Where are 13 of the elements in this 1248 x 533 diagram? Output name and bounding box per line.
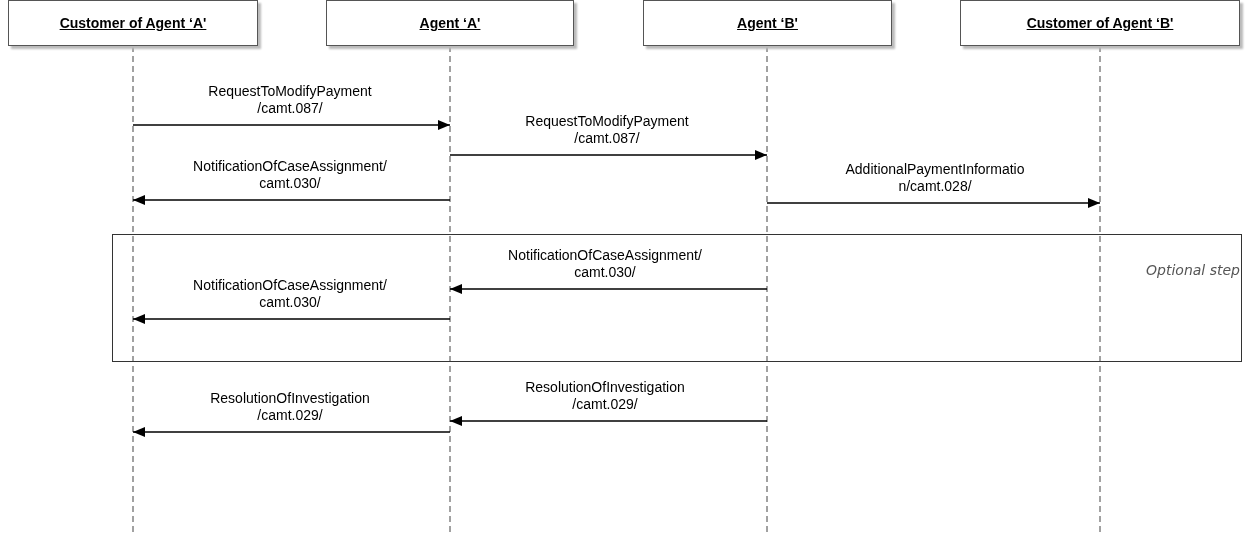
message-arrow xyxy=(132,427,451,437)
message-arrow xyxy=(766,198,1101,208)
message-arrow xyxy=(132,314,451,324)
message-arrow xyxy=(132,120,451,130)
fragment-label: Optional step xyxy=(1146,262,1240,278)
message-arrow xyxy=(449,284,768,294)
message-arrow xyxy=(449,150,768,160)
lifeline-header: Customer of Agent ‘B' xyxy=(960,0,1240,46)
lifeline-header: Agent ‘A' xyxy=(326,0,574,46)
message-arrow xyxy=(449,416,768,426)
lifeline-header: Agent ‘B' xyxy=(643,0,892,46)
lifeline-header: Customer of Agent ‘A' xyxy=(8,0,258,46)
message-arrow xyxy=(132,195,451,205)
